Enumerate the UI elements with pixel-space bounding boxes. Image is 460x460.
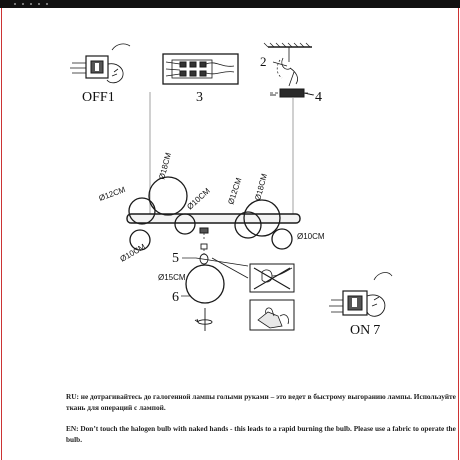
dimension-label-12cm-right: Ø12CM xyxy=(226,176,243,205)
globe-shades xyxy=(128,176,293,304)
globe-10cm-left xyxy=(129,229,151,251)
globe-12cm-right xyxy=(234,211,262,239)
globe-18cm-left xyxy=(148,176,188,216)
power-switch-off-icon xyxy=(70,43,131,84)
globe-15cm xyxy=(185,264,225,304)
step-1-label: OFF1 xyxy=(82,90,115,105)
dimension-label-10cm-right: Ø10CM xyxy=(297,232,325,241)
step-3-number: 3 xyxy=(196,90,203,105)
step-5-number: 5 xyxy=(172,251,179,266)
header-mark xyxy=(22,3,24,5)
step-4-number: 4 xyxy=(315,90,322,105)
dimension-label-10cm-left: Ø10CM xyxy=(119,242,148,264)
note-en: EN: Don’t touch the halogen bulb with na… xyxy=(66,424,456,444)
canopy-plate xyxy=(270,88,315,98)
safety-notes: RU: не дотрагивайтесь до галогенной ламп… xyxy=(66,391,456,445)
globe-12cm-left xyxy=(128,197,156,225)
step-2-number: 2 xyxy=(260,54,267,69)
leader-line-4 xyxy=(303,92,314,96)
header-mark xyxy=(38,3,40,5)
globe-10cm-center xyxy=(174,213,196,235)
header-mark xyxy=(30,3,32,5)
top-header-bar xyxy=(0,0,460,8)
use-fabric-bulb-icon xyxy=(249,299,295,331)
page-border-left xyxy=(1,8,2,460)
dimension-label-10cm: Ø10CM xyxy=(185,186,212,211)
step-6-number: 6 xyxy=(172,290,179,305)
dimension-label-15cm: Ø15CM xyxy=(158,273,186,282)
header-mark xyxy=(14,3,16,5)
header-mark xyxy=(46,3,48,5)
dimension-label-18cm: Ø18CM xyxy=(157,151,173,180)
bulb-holder-icon xyxy=(195,227,249,279)
rotate-arrow-icon xyxy=(194,308,213,331)
ceiling-mount-icon xyxy=(263,42,312,87)
leader-line-2 xyxy=(272,61,288,67)
note-ru: RU: не дотрагивайтесь до галогенной ламп… xyxy=(66,392,456,412)
power-switch-on-icon xyxy=(329,272,393,317)
dimension-label-18cm-right: Ø18CM xyxy=(253,172,269,201)
do-not-touch-bulb-icon xyxy=(249,263,295,293)
junction-box-icon xyxy=(162,53,239,85)
globe-18cm-right xyxy=(243,199,281,237)
dimension-label-12cm: Ø12CM xyxy=(98,185,127,203)
page-border-right xyxy=(458,8,459,460)
globe-10cm-right xyxy=(271,228,293,250)
